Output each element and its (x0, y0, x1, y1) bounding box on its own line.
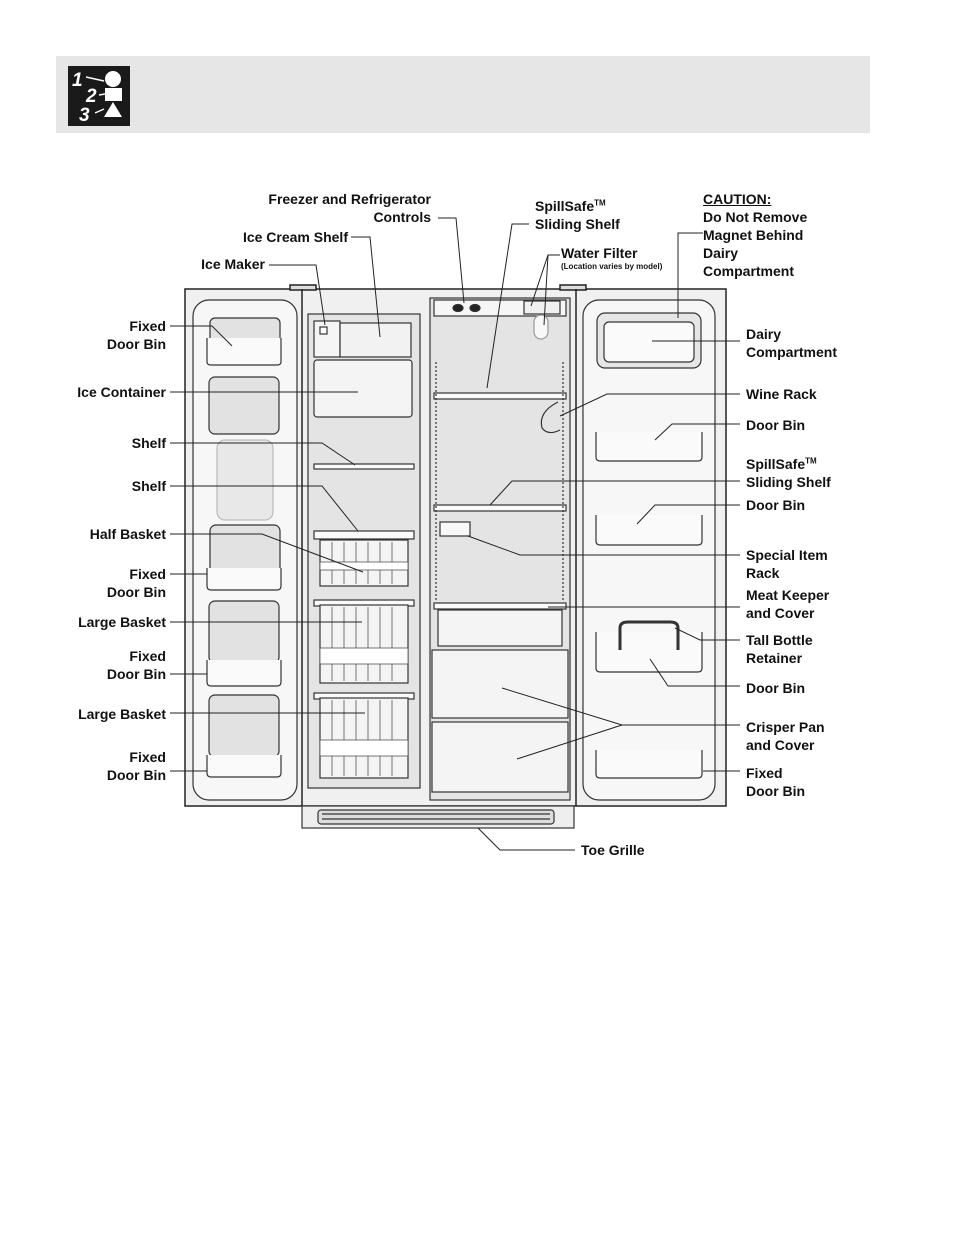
svg-text:3: 3 (79, 105, 90, 126)
freezer-door (192, 299, 298, 801)
label-water-filter-note: (Location varies by model) (561, 262, 663, 271)
label-tall-bottle-retainer: Tall Bottle Retainer (746, 632, 813, 666)
label-fixed-door-bin-1: Fixed Door Bin (106, 318, 166, 352)
label-crisper-pan: Crisper Pan and Cover (746, 719, 825, 753)
label-special-item-rack: Special Item Rack (746, 547, 828, 581)
refrigerator-door (582, 299, 716, 801)
label-spillsafe-sliding-shelf-right: SpillSafeTM Sliding Shelf (746, 456, 831, 490)
label-wine-rack: Wine Rack (746, 386, 817, 402)
header-band (56, 56, 870, 133)
label-dairy-compartment: Dairy Compartment (746, 326, 838, 360)
freezer-compartment (307, 313, 421, 789)
label-ice-maker: Ice Maker (201, 256, 265, 272)
label-large-basket-1: Large Basket (78, 614, 166, 630)
svg-text:2: 2 (85, 86, 97, 107)
svg-text:1: 1 (72, 70, 83, 91)
label-fixed-door-bin-2: Fixed Door Bin (106, 566, 166, 600)
label-ice-cream-shelf: Ice Cream Shelf (242, 229, 348, 245)
label-door-bin-1: Door Bin (746, 417, 806, 433)
label-caution: CAUTION: Do Not Remove Magnet Behind Dai… (703, 191, 808, 279)
label-meat-keeper: Meat Keeper and Cover (746, 587, 830, 621)
steps-123-icon: 1 2 3 (68, 66, 130, 126)
basket-wires (319, 542, 409, 776)
leader-lines (170, 217, 740, 851)
label-fixed-door-bin-4: Fixed Door Bin (106, 749, 166, 783)
label-shelf-2: Shelf (131, 478, 166, 494)
label-toe-grille: Toe Grille (581, 842, 645, 858)
label-freezer-refrigerator-controls: Freezer and Refrigerator Controls (268, 191, 431, 225)
label-door-bin-3: Door Bin (746, 680, 806, 696)
label-ice-container: Ice Container (77, 384, 166, 400)
label-water-filter: Water Filter (561, 245, 638, 261)
fresh-food-compartment (429, 297, 571, 801)
label-shelf-1: Shelf (131, 435, 166, 451)
label-spillsafe-sliding-shelf-top: SpillSafeTM Sliding Shelf (535, 198, 620, 232)
toe-grille-shape (301, 805, 575, 829)
label-fixed-door-bin-5: Fixed Door Bin (746, 765, 806, 799)
label-large-basket-2: Large Basket (78, 706, 166, 722)
label-door-bin-2: Door Bin (746, 497, 806, 513)
label-half-basket: Half Basket (89, 526, 166, 542)
label-fixed-door-bin-3: Fixed Door Bin (106, 648, 166, 682)
